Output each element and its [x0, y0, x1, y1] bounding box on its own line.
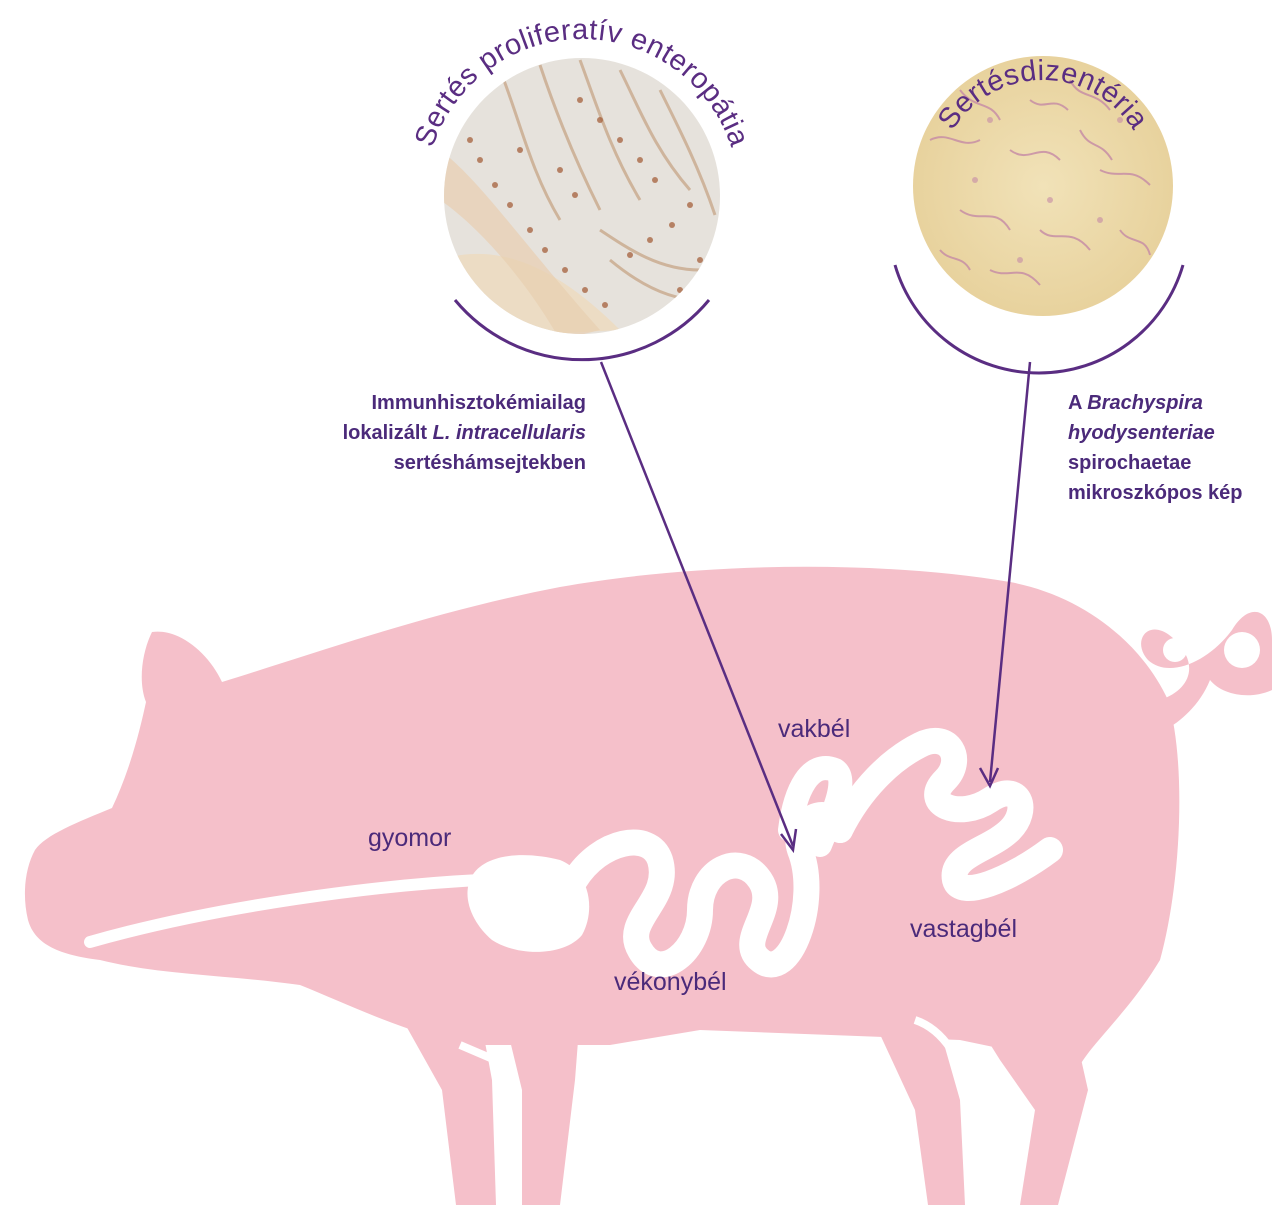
- right-caption-line1: A Brachyspira: [1068, 388, 1272, 418]
- left-caption-organism: L. intracellularis: [433, 422, 586, 444]
- right-caption-line3: spirochaetae: [1068, 448, 1272, 478]
- left-caption-line3: sertéshámsejtekben: [260, 448, 586, 478]
- label-cecum: vakbél: [778, 715, 850, 743]
- label-large-intestine: vastagbél: [910, 915, 1017, 943]
- right-caption: A Brachyspira hyodysenteriae spirochaeta…: [1068, 388, 1272, 508]
- left-caption-line2: lokalizált L. intracellularis: [260, 418, 586, 448]
- label-stomach: gyomor: [368, 824, 451, 852]
- left-caption-line1: Immunhisztokémiailag: [260, 388, 586, 418]
- right-caption-line4: mikroszkópos kép: [1068, 478, 1272, 508]
- right-caption-genus: Brachyspira: [1087, 392, 1203, 414]
- label-small-intestine: vékonybél: [614, 968, 727, 996]
- left-caption: Immunhisztokémiailag lokalizált L. intra…: [260, 388, 586, 478]
- right-caption-line2: hyodysenteriae: [1068, 418, 1272, 448]
- left-microscopy-image: [440, 58, 720, 360]
- right-caption-species: hyodysenteriae: [1068, 422, 1215, 444]
